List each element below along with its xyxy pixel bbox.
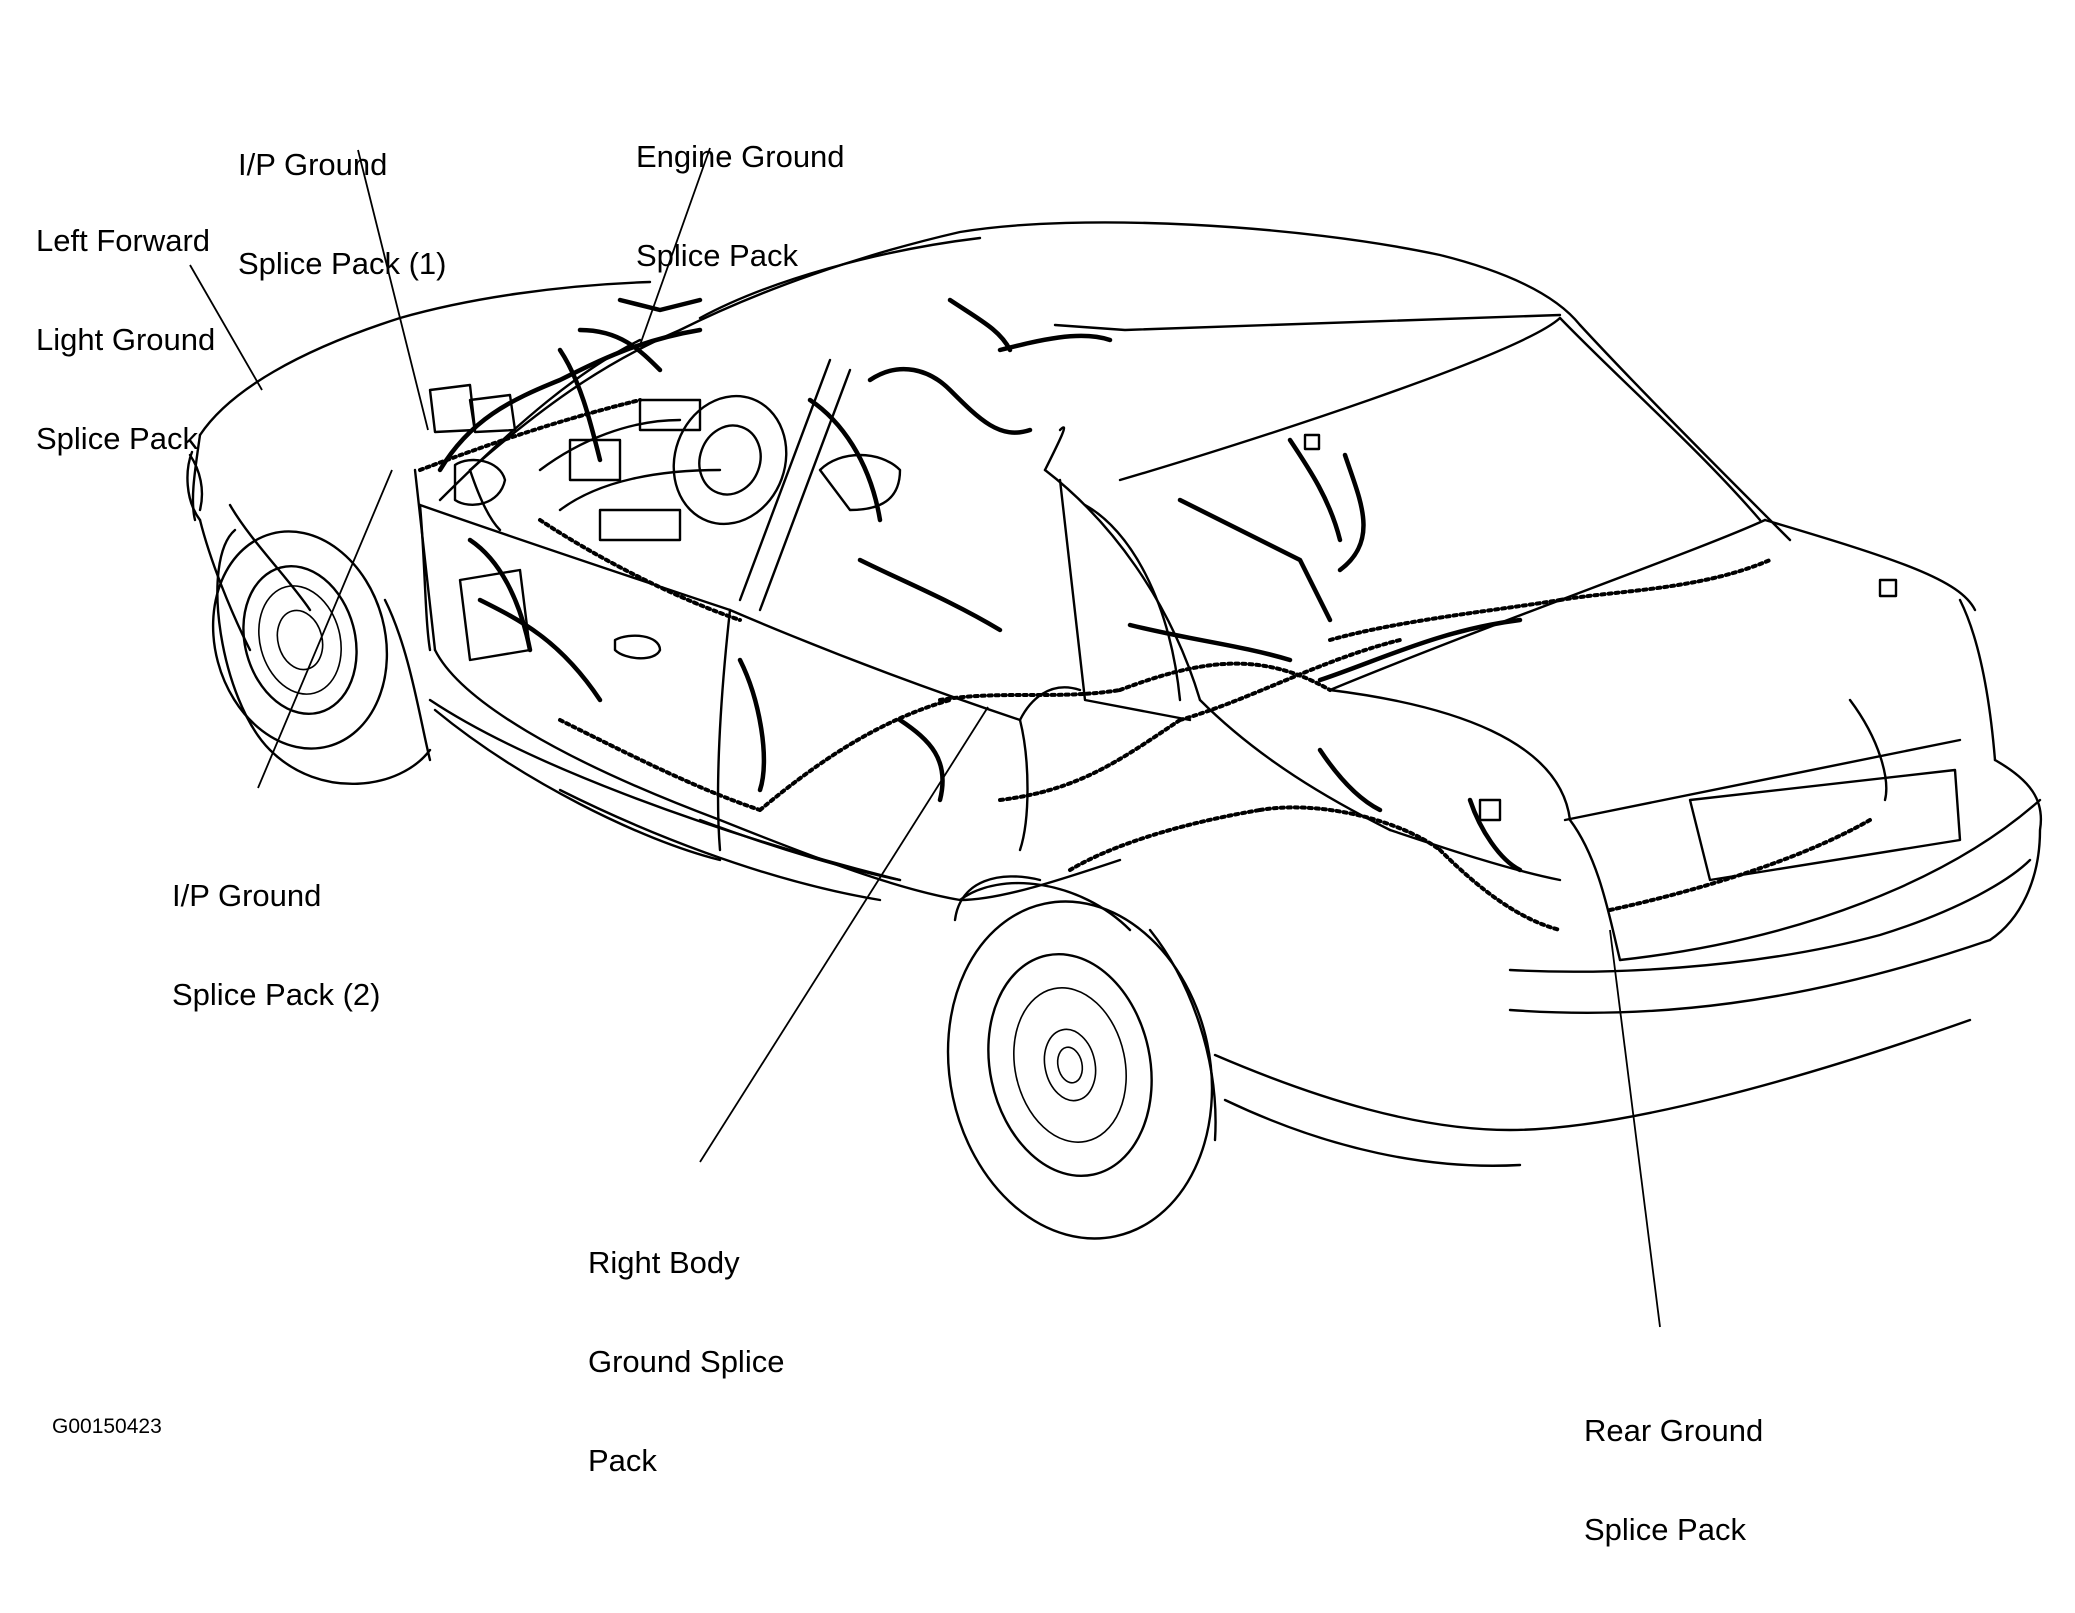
front-wheel: [211, 528, 432, 786]
label-line: Splice Pack (2): [172, 977, 381, 1012]
label-right-body-ground-splice-pack: Right Body Ground Splice Pack: [588, 1180, 784, 1543]
car-illustration: [186, 147, 2043, 1328]
label-line: Left Forward: [36, 223, 211, 258]
label-line: Pack: [588, 1443, 657, 1478]
leader-lines: [189, 147, 1661, 1328]
label-line: Splice Pack (1): [238, 246, 447, 281]
leader-left-forward: [189, 264, 263, 391]
label-ip-ground-splice-pack-2: I/P Ground Splice Pack (2): [172, 813, 380, 1077]
label-rear-ground-splice-pack: Rear Ground Splice Pack: [1584, 1348, 1763, 1612]
leader-engine-ground: [639, 147, 711, 346]
label-line: Splice Pack: [636, 238, 798, 273]
wiring-harness: [418, 297, 1898, 932]
label-line: Splice Pack: [36, 421, 198, 456]
label-line: I/P Ground: [172, 878, 322, 913]
label-engine-ground-splice-pack: Engine Ground Splice Pack: [636, 74, 845, 338]
label-line: I/P Ground: [238, 147, 388, 182]
leader-rear-ground: [1609, 929, 1661, 1328]
wiring-diagram: Left Forward Light Ground Splice Pack I/…: [36, 74, 2043, 1546]
car-body: [186, 221, 2043, 1167]
label-ip-ground-splice-pack-1: I/P Ground Splice Pack (1): [238, 82, 446, 346]
leader-ip-ground-1: [357, 149, 429, 431]
label-left-forward-light-ground: Left Forward Light Ground Splice Pack: [36, 158, 215, 521]
label-line: Rear Ground: [1584, 1413, 1764, 1448]
leader-right-body: [699, 706, 989, 1163]
label-line: Engine Ground: [636, 139, 845, 174]
figure-id: G00150423: [52, 1415, 162, 1438]
label-line: Light Ground: [36, 322, 216, 357]
label-line: Ground Splice: [588, 1344, 785, 1379]
label-line: Splice Pack: [1584, 1512, 1746, 1547]
label-line: Right Body: [588, 1245, 740, 1280]
dashboard: [428, 383, 902, 662]
leader-ip-ground-2: [257, 469, 393, 789]
rear-wheel: [946, 875, 1217, 1240]
